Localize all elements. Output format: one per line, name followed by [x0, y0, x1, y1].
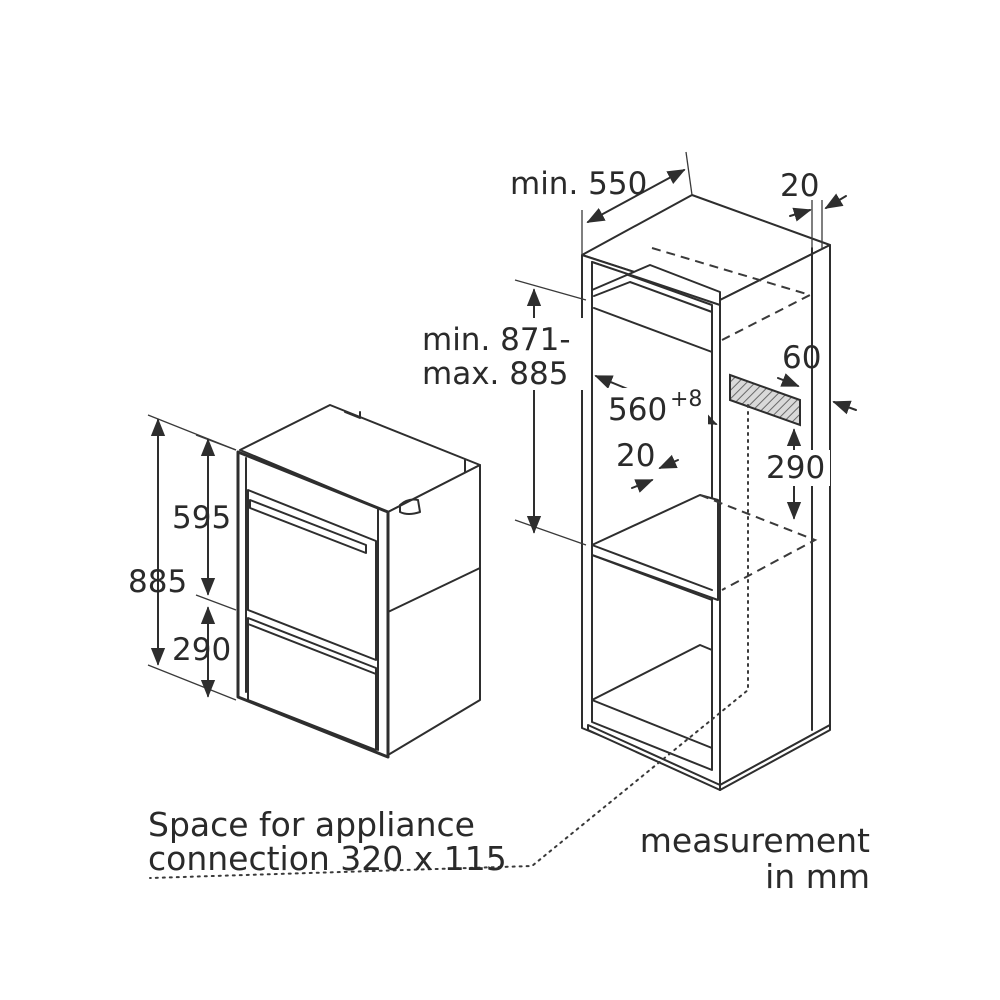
dim-290-vent-label: 290: [766, 450, 825, 486]
label-backdrop: [766, 450, 830, 486]
unit-note-line1: measurement: [640, 821, 870, 860]
side-seam: [387, 567, 481, 613]
oven-door: [247, 489, 377, 661]
dim-20-shelf-arrow: [658, 454, 679, 469]
ext-line: [514, 519, 587, 546]
appliance-drawing: 595 885 290: [128, 404, 481, 759]
dim-20-shelf-arrow: [631, 479, 654, 493]
dim-20-shelf-label: 20: [616, 438, 655, 474]
dim-550-label: min. 550: [510, 166, 647, 202]
vent-cutout: [729, 373, 801, 427]
top-panel-underside: [591, 261, 721, 306]
oven-handle: [249, 499, 367, 554]
warming-drawer: [247, 617, 377, 751]
oven-shelf-lower: [591, 554, 713, 601]
dim-60-arrow: [777, 373, 800, 387]
dim-560-arrow: [594, 375, 631, 391]
oven-shelf: [591, 494, 719, 601]
connection-leader: [149, 404, 749, 879]
hidden-upper-shelf: [651, 247, 813, 341]
appliance-front: [236, 450, 390, 759]
dim-871-label: min. 871-: [422, 322, 571, 358]
label-backdrop: [606, 388, 708, 428]
dim-60-label: 60: [782, 340, 821, 376]
dim-885-label: 885: [128, 564, 187, 600]
connection-note-line2: connection 320 x 115: [148, 839, 507, 878]
upper-shelf-back: [593, 281, 713, 313]
ext-line: [195, 594, 237, 611]
side-bracket: [399, 498, 421, 515]
ext-line: [195, 434, 237, 451]
bottom-shelf-back: [591, 644, 713, 701]
connection-note-line1: Space for appliance: [148, 805, 475, 844]
unit-note-line2: in mm: [765, 857, 870, 896]
drawer-edge: [247, 623, 377, 675]
front-opening: [591, 261, 713, 771]
rear-tab: [344, 411, 361, 419]
bottom-shelf-front: [591, 699, 713, 749]
dim-560-tolerance: +8: [670, 387, 702, 412]
ext-line: [147, 664, 237, 701]
oven-shelf-front: [591, 544, 713, 591]
cabinet-drawing: min. 550 20 min. 871- max. 885 560 +8 20…: [149, 151, 857, 879]
ext-line: [685, 151, 693, 196]
dim-550-line: [586, 169, 686, 223]
dim-20-arrow: [824, 193, 847, 209]
ext-line: [514, 279, 587, 301]
hidden-oven-shelf: [699, 494, 818, 591]
dim-20-top-label: 20: [780, 168, 819, 204]
appliance-side: [387, 464, 481, 756]
dim-290-label: 290: [172, 632, 231, 668]
dim-560-label: 560: [608, 392, 667, 428]
dim-20-arrow: [789, 207, 812, 222]
cabinet-side: [719, 244, 831, 786]
dim-885-max-label: max. 885: [422, 356, 568, 392]
upper-shelf-front: [593, 307, 713, 353]
label-backdrop: [420, 318, 588, 390]
dim-60-arrow: [832, 400, 857, 415]
dim-595-label: 595: [172, 500, 231, 536]
